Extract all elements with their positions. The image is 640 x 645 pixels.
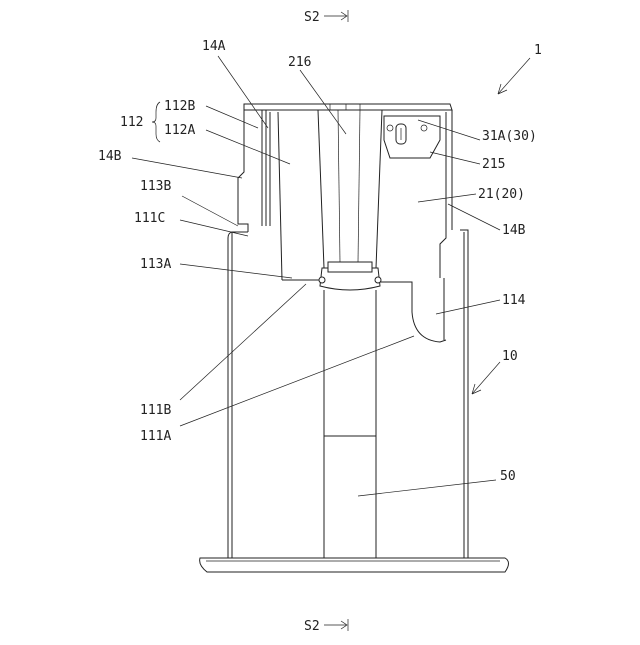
label-21: 21(20) — [478, 187, 525, 202]
label-14B-left: 14B — [98, 149, 122, 164]
label-112A: 112A — [164, 123, 195, 138]
label-111B: 111B — [140, 403, 171, 418]
lock-component — [384, 116, 440, 158]
label-111C: 111C — [134, 211, 165, 226]
label-1: 1 — [534, 43, 542, 58]
section-mark-top: S2 — [304, 10, 348, 25]
section-mark-bottom-label: S2 — [304, 619, 320, 634]
label-113B: 113B — [140, 179, 171, 194]
center-column — [318, 110, 382, 290]
label-215: 215 — [482, 157, 505, 172]
label-216: 216 — [288, 55, 311, 70]
section-mark-bottom: S2 — [304, 619, 348, 634]
reference-labels: 1 14A 216 112 112B 112A 14B 113B 111C 11… — [98, 39, 542, 484]
slider-bar — [324, 290, 376, 558]
label-114: 114 — [502, 293, 526, 308]
label-111A: 111A — [140, 429, 171, 444]
label-10: 10 — [502, 349, 518, 364]
label-50: 50 — [500, 469, 516, 484]
label-14A: 14A — [202, 39, 226, 54]
label-112: 112 — [120, 115, 143, 130]
label-112B: 112B — [164, 99, 195, 114]
label-113A: 113A — [140, 257, 171, 272]
label-14B-right: 14B — [502, 223, 526, 238]
upper-housing — [238, 104, 452, 342]
section-mark-top-label: S2 — [304, 10, 320, 25]
label-31A: 31A(30) — [482, 129, 537, 144]
base-plate — [200, 558, 509, 572]
